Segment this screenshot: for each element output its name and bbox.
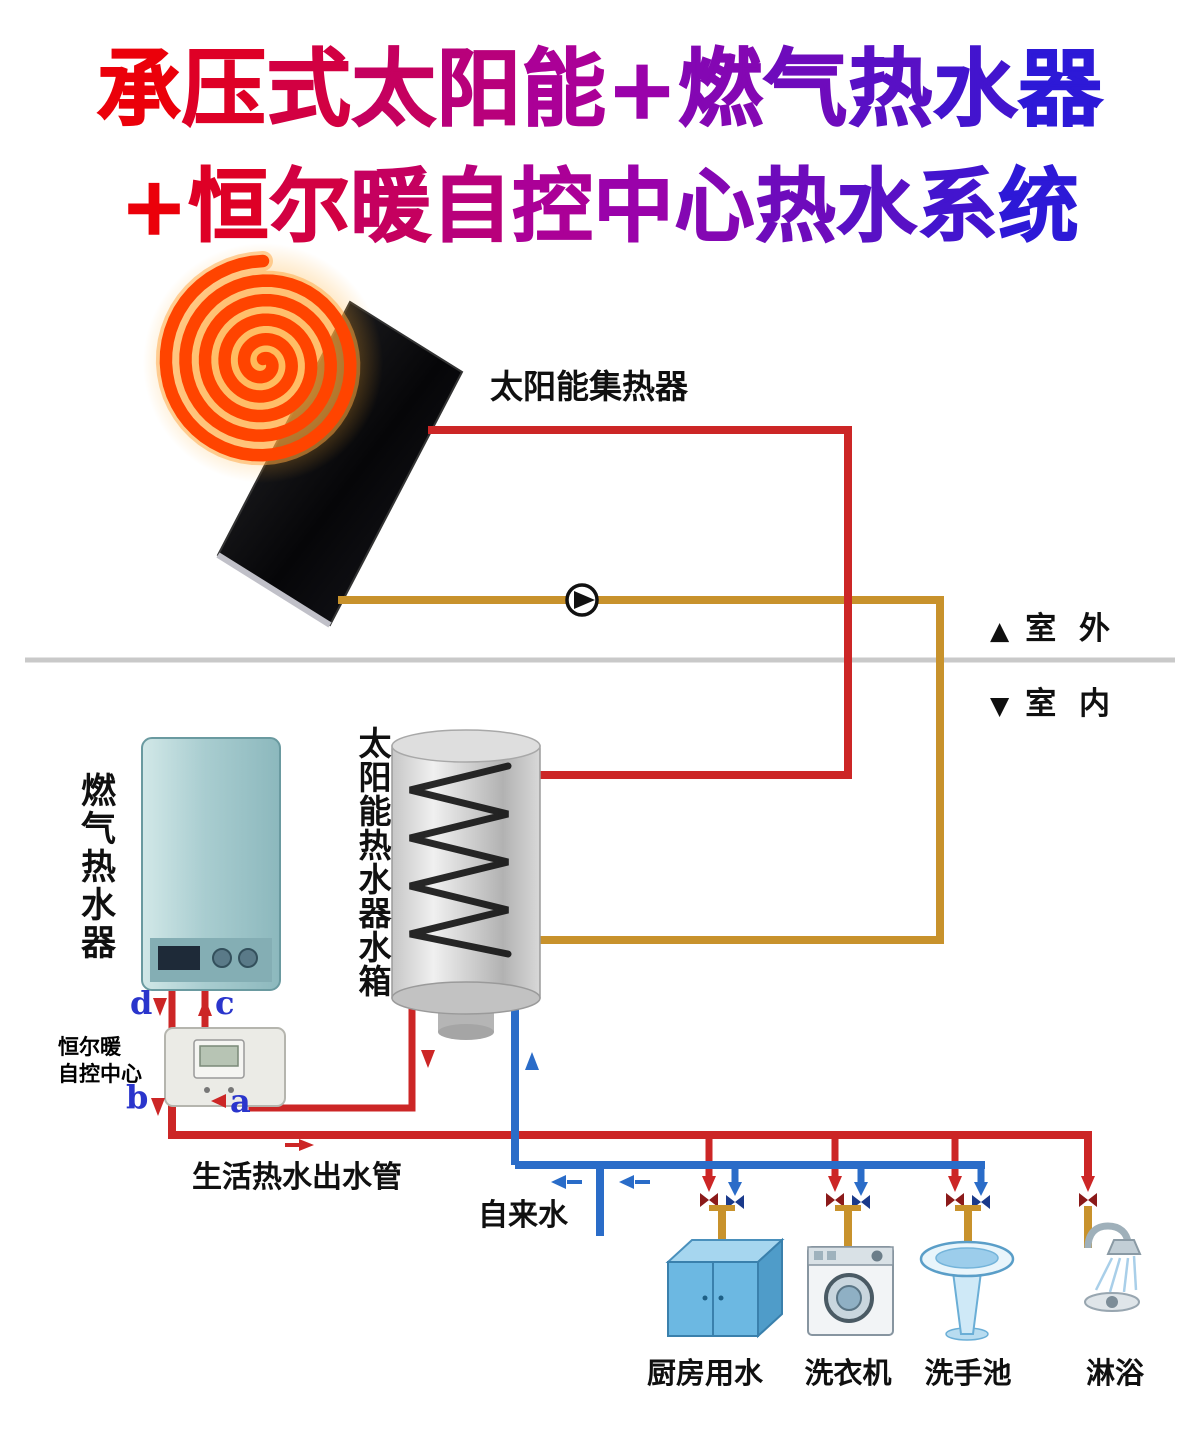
tap-water-label: 自来水 — [478, 1198, 568, 1233]
indoor-text: 室 内 — [1025, 686, 1117, 722]
shower-spray — [1132, 1255, 1138, 1291]
solar-tank — [391, 729, 541, 1040]
valve-icon-hot — [700, 1193, 718, 1207]
wash-basin-icon — [919, 1240, 1015, 1341]
washer-button — [814, 1251, 823, 1260]
indoor-triangle-icon: ▼ — [990, 691, 1010, 720]
flow-arrow-hot-branch — [702, 1176, 716, 1192]
valve-icon-hot — [946, 1193, 964, 1207]
basin-water — [935, 1247, 999, 1269]
shower-label: 淋浴 — [1085, 1356, 1144, 1390]
flow-arrow-cold-branch — [854, 1182, 868, 1196]
outdoor-triangle-icon: ▲ — [990, 616, 1010, 645]
kitchen-sink-icon — [665, 1237, 785, 1339]
shower-drain-hole — [1106, 1296, 1118, 1308]
title-line1: 承压式太阳能+燃气热水器 — [96, 39, 1104, 139]
collector-frame-edge — [216, 552, 332, 628]
port-label-a: a — [230, 1082, 251, 1120]
flow-arrow-cold-branch — [974, 1182, 988, 1196]
shower-icon — [1084, 1222, 1142, 1312]
flow-arrow-hot-branch — [828, 1176, 842, 1192]
heater-display — [158, 946, 200, 970]
flow-arrow-tank-out — [421, 1050, 435, 1068]
control-center-name: 恒尔暖 — [58, 1035, 121, 1059]
sun-spiral-icon — [159, 254, 357, 462]
pump-rotor — [574, 591, 595, 609]
flow-arrow-b-down — [151, 1098, 165, 1116]
title-line2: +恒尔暖自控中心热水系统 — [120, 159, 1080, 254]
flow-arrow-hot-branch — [1081, 1176, 1095, 1192]
tank-heat-coil — [409, 762, 512, 958]
pipe-solar-return — [338, 596, 944, 944]
gas-heater-label: 燃气热水器 — [75, 772, 115, 962]
shower-spray — [1108, 1257, 1122, 1293]
valve-icon-hot — [1079, 1193, 1097, 1207]
port-label-b: b — [126, 1078, 149, 1116]
control-button — [228, 1087, 234, 1093]
tank-nub-base — [438, 1024, 494, 1040]
flow-arrow-tap-left — [551, 1175, 566, 1189]
indoor-zone-label: ▼ 室 内 — [990, 678, 1116, 723]
flow-arrow-tap-left — [619, 1175, 634, 1189]
solar-collector-label: 太阳能集热器 — [490, 367, 688, 406]
sun-icon — [113, 213, 413, 513]
control-center-sub: 自控中心 — [58, 1062, 142, 1087]
pump-icon — [565, 583, 599, 617]
port-label-c: c — [215, 984, 235, 1022]
basin-label: 洗手池 — [924, 1356, 1012, 1390]
washing-machine-icon — [807, 1246, 894, 1336]
shower-spray — [1094, 1257, 1114, 1291]
flow-arrow-a-left — [211, 1094, 226, 1108]
flow-arrow-hot-branch — [948, 1176, 962, 1192]
heater-body — [141, 737, 281, 991]
cabinet-handle — [702, 1295, 708, 1301]
control-center-label: 恒尔暖 自控中心 — [58, 1034, 142, 1089]
washer-drum — [836, 1285, 862, 1311]
pipe-domestic-hot-main — [168, 1098, 1092, 1178]
washer-button — [827, 1251, 836, 1260]
kitchen-label: 厨房用水 — [646, 1356, 763, 1390]
outdoor-zone-label: ▲ 室 外 — [990, 603, 1116, 648]
shower-spray — [1122, 1257, 1130, 1293]
tank-top — [391, 729, 541, 763]
control-center-box — [164, 1027, 286, 1107]
basin-pedestal — [951, 1271, 983, 1335]
solar-tank-label: 太阳能热水器水箱 — [353, 726, 392, 998]
shower-arm — [1084, 1222, 1132, 1249]
flow-arrow-hot-main-right — [299, 1139, 314, 1151]
flow-arrow-c-up — [198, 998, 212, 1016]
control-lcd — [199, 1045, 239, 1067]
shower-head — [1106, 1239, 1142, 1255]
tank-bottom — [391, 981, 541, 1015]
outdoor-text: 室 外 — [1025, 611, 1117, 647]
washer-dial — [871, 1250, 883, 1262]
pipe-collector-hot — [428, 426, 852, 779]
heater-knob — [238, 948, 258, 968]
cabinet-handle — [718, 1295, 724, 1301]
port-label-d: d — [130, 984, 153, 1022]
flow-arrow-d-down — [153, 998, 167, 1016]
gas-water-heater — [141, 737, 281, 991]
domestic-hot-water-label: 生活热水出水管 — [192, 1160, 402, 1195]
washer-label: 洗衣机 — [804, 1356, 892, 1390]
flow-arrow-cold-riser-up — [525, 1052, 539, 1070]
heater-knob — [212, 948, 232, 968]
valve-icon-hot — [826, 1193, 844, 1207]
flow-arrow-cold-branch — [728, 1182, 742, 1196]
control-button — [204, 1087, 210, 1093]
